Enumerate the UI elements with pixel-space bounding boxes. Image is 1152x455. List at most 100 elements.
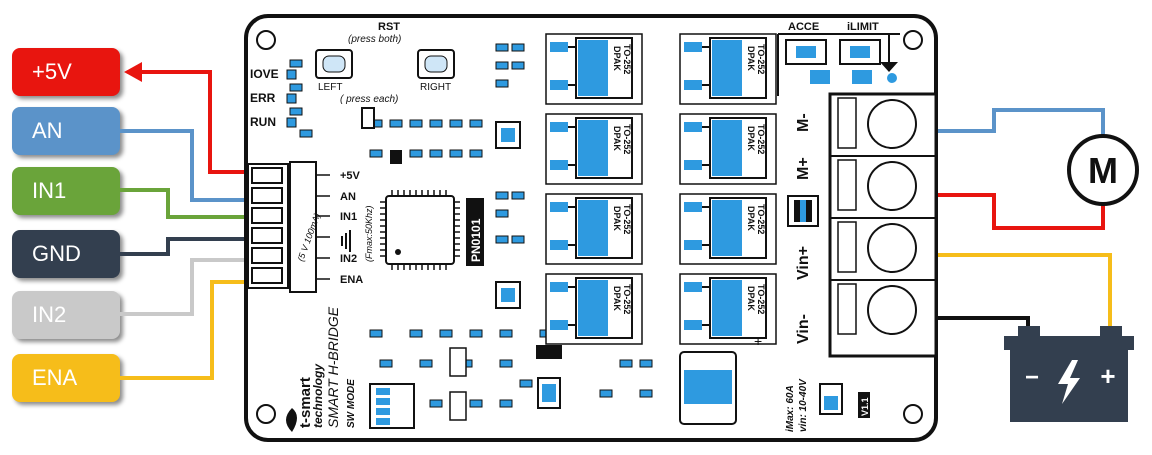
mosfet-lead-pad [550, 160, 568, 170]
dip-switch-levers [376, 388, 390, 425]
wire-label-text: AN [32, 118, 63, 143]
mosfet-lead-pad [684, 42, 702, 52]
mount-hole [256, 30, 276, 50]
capacitor-body [542, 384, 556, 402]
mount-hole [903, 404, 923, 424]
smd-resistor [379, 359, 393, 368]
imax-rating: iMax: 60A [785, 385, 796, 432]
acce-label: ACCE [788, 21, 819, 33]
header-pin [251, 167, 283, 184]
mosfet-lead-pad [684, 282, 702, 292]
pin-label-in2: IN2 [340, 253, 357, 265]
smd-resistor [469, 329, 483, 338]
smd-resistor [419, 359, 433, 368]
mosfet-lead-pad [684, 320, 702, 330]
dip-lever[interactable] [376, 398, 390, 405]
wire-label-text: IN1 [32, 178, 67, 203]
left-button-cap [322, 55, 346, 73]
ground-symbol-icon [341, 230, 351, 252]
battery-icon: − + [1004, 326, 1134, 422]
smd-part [449, 347, 467, 377]
dip-lever[interactable] [376, 388, 390, 395]
led-iove [286, 69, 297, 80]
acce-jumper-pad [796, 46, 816, 58]
wire-gnd [120, 237, 245, 256]
smd-resistor [499, 359, 513, 368]
mosfet-label-dpak: DPAK [746, 126, 756, 151]
driver-ic-core [501, 128, 515, 142]
mosfet-label-dpak: DPAK [746, 286, 756, 311]
mosfet-label-to252: TO-252 [756, 124, 766, 154]
smd-resistor [499, 399, 513, 408]
mosfet-lead-pad [684, 160, 702, 170]
mosfet-lead-pad [550, 122, 568, 132]
wire-ena [120, 280, 245, 380]
inductor-winding [684, 370, 732, 404]
wire-label-text: IN2 [32, 302, 67, 327]
terminal-label-m-plus: M+ [795, 157, 812, 180]
header-pin [251, 267, 283, 284]
plus-mark: + [754, 333, 762, 349]
smd-resistor [369, 329, 383, 338]
smd-resistor [389, 119, 403, 128]
smd-resistor [429, 119, 443, 128]
led-label-err: ERR [250, 91, 276, 105]
lightning-bolt-icon [1058, 360, 1080, 404]
driver-ic [495, 281, 521, 309]
mosfet-pad [712, 120, 742, 176]
rst-title: RST [378, 21, 400, 33]
smd-resistor [639, 389, 653, 398]
wire-label-gnd: GND [12, 230, 120, 278]
battery-top [1004, 336, 1134, 350]
brand-line2: technology [311, 363, 325, 428]
smd-resistor [409, 119, 423, 128]
smd-resistor [429, 399, 443, 408]
smd-resistor [495, 191, 509, 200]
terminal-screw [867, 285, 917, 335]
battery-terminal-pos [1100, 326, 1122, 336]
chip-label: PN0101 [469, 218, 483, 262]
smd-resistor [495, 79, 509, 88]
bottom-diode-body [824, 396, 838, 410]
smd-resistor [469, 119, 483, 128]
chip-label-box [466, 198, 484, 266]
wire-label-text: GND [32, 241, 81, 266]
chip-pin1-dot [395, 249, 401, 255]
transistor [390, 150, 402, 164]
mosfet-pad [578, 40, 608, 96]
driver-ic [495, 121, 521, 149]
dip-lever[interactable] [376, 408, 390, 415]
wire-label-in2: IN2 [12, 291, 120, 339]
capacitor [536, 345, 562, 359]
led-label-iove: IOVE [250, 67, 279, 81]
smd-components [289, 43, 653, 421]
mosfet-label-dpak: DPAK [612, 206, 622, 231]
terminal-slot [837, 221, 857, 273]
led-err [286, 93, 297, 104]
smd-resistor [449, 149, 463, 158]
right-button-cap [424, 55, 448, 73]
smd-resistor [439, 329, 453, 338]
mosfet-lead-pad [550, 42, 568, 52]
pin-header-body [289, 161, 317, 293]
header-pin [251, 187, 283, 204]
mosfet-pad [578, 200, 608, 256]
header-pin [251, 207, 283, 224]
rst-subtitle: (press both) [348, 34, 401, 45]
terminal-slot [837, 97, 857, 149]
smd-part [449, 391, 467, 421]
motor-letter: M [1088, 150, 1118, 191]
wire-label-text: +5V [32, 59, 72, 84]
mosfet-label-to252: TO-252 [622, 284, 632, 314]
mosfet-pad [712, 200, 742, 256]
transistor [361, 107, 375, 129]
wire-in1 [120, 188, 245, 219]
smd-resistor [619, 359, 633, 368]
smd-resistor [409, 149, 423, 158]
version-label: V1.1 [860, 397, 870, 416]
pin-label-an: AN [340, 191, 356, 203]
dip-lever[interactable] [376, 418, 390, 425]
jumper-pad [810, 70, 830, 84]
